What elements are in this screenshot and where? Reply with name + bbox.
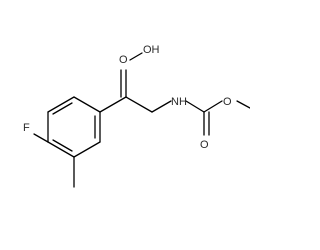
bond-oxime-n-o (129, 52, 143, 61)
bond-ch2-to-nh (151, 100, 172, 113)
structure-diagram: F O OH NH O O (23, 44, 250, 188)
bond-ring-upper-left-to-top (47, 96, 75, 113)
oxime-oxygen-label: O (119, 54, 128, 66)
carbonyl-oxygen-label: O (200, 139, 209, 151)
bond-ester-oxygen-to-tbutyl (236, 100, 250, 109)
hydroxyl-label: OH (143, 44, 160, 56)
bond-ring-inner-double-top-left (52, 102, 73, 115)
ester-oxygen-label: O (223, 96, 232, 108)
bond-ring-to-oxime-carbon (99, 96, 127, 113)
bond-ring-top-to-upper-right (73, 96, 101, 113)
bond-fluorine (33, 133, 49, 143)
bond-ring-inner-double-bottom-left (52, 139, 73, 152)
amine-label: NH (171, 96, 187, 108)
bond-ring-bottom-to-lower-left (47, 141, 75, 158)
bond-carbonyl-to-ester-oxygen (203, 100, 223, 113)
bond-oxime-carbon-to-ch2 (125, 96, 153, 113)
bond-ring-lower-right-to-bottom (73, 141, 101, 158)
fluorine-label: F (23, 122, 30, 134)
bond-nh-to-carbonyl (185, 100, 205, 113)
